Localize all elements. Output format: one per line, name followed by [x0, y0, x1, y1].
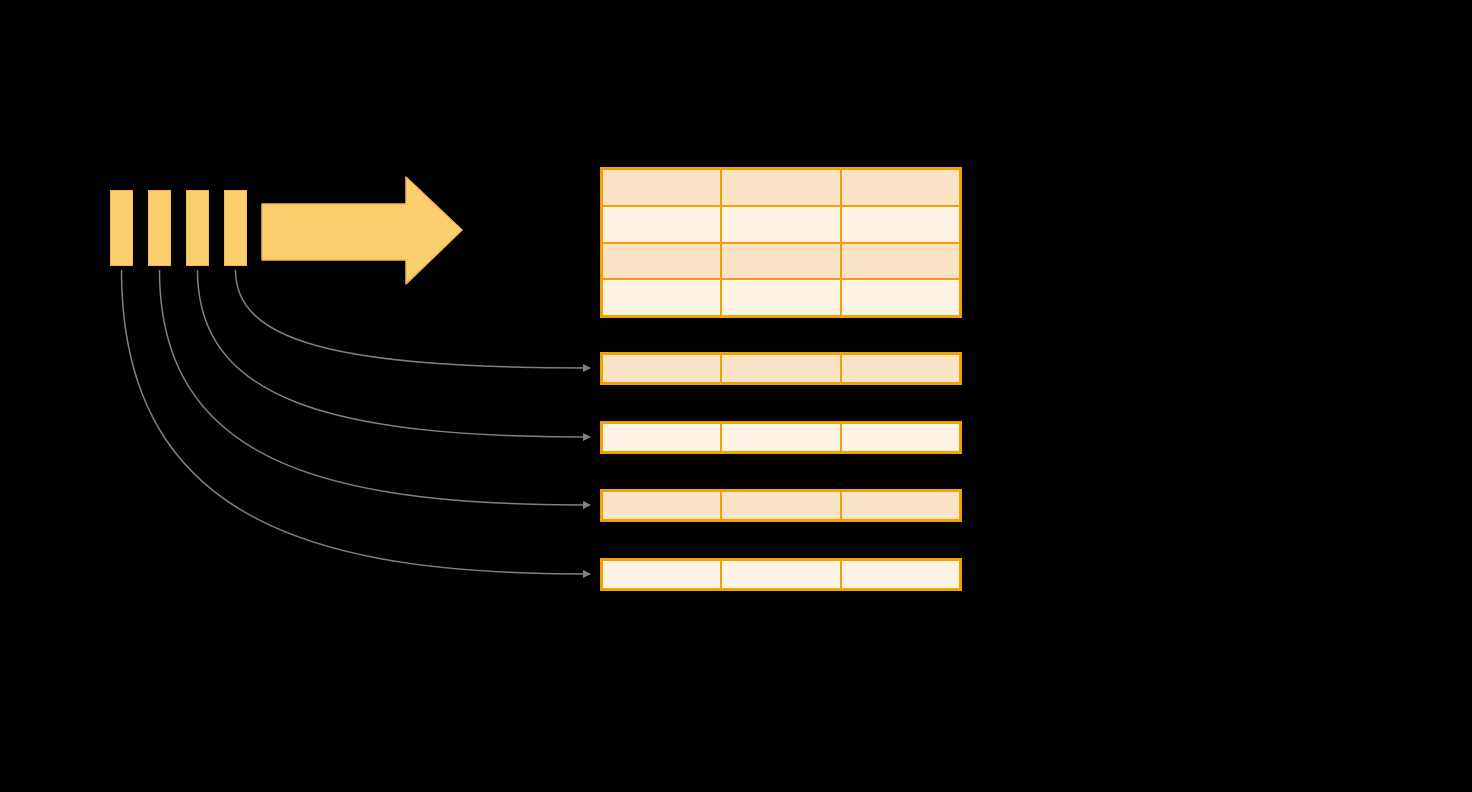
- table-cell: [840, 423, 960, 452]
- table-cell: [721, 279, 841, 316]
- table-cell: [840, 491, 960, 520]
- stream-bar: [224, 190, 247, 266]
- stream-bar: [110, 190, 133, 266]
- table-cell: [721, 354, 841, 383]
- data-stream: [110, 190, 247, 266]
- table-cell: [602, 423, 722, 452]
- table-cell: [602, 560, 722, 589]
- table-cell: [602, 242, 722, 280]
- connector-arrow: [158, 269, 591, 509]
- table-cell: [721, 423, 841, 452]
- connector-arrow: [234, 269, 591, 372]
- table-cell: [602, 491, 722, 520]
- table-cell: [721, 205, 841, 243]
- stream-bar: [148, 190, 171, 266]
- connector-arrow: [196, 269, 591, 441]
- appended-row-table: [600, 558, 962, 591]
- table-cell: [602, 205, 722, 243]
- table-cell: [602, 279, 722, 316]
- stream-arrow-icon: [261, 176, 463, 285]
- table-cell: [840, 560, 960, 589]
- table-cell: [721, 560, 841, 589]
- table-cell: [721, 169, 841, 206]
- stream-bar: [186, 190, 209, 266]
- connector-arrow: [120, 269, 591, 578]
- table-cell: [840, 205, 960, 243]
- table-cell: [602, 169, 722, 206]
- appended-row-table: [600, 421, 962, 454]
- unbounded-table: [600, 167, 962, 318]
- table-cell: [721, 242, 841, 280]
- table-cell: [840, 169, 960, 206]
- table-cell: [840, 242, 960, 280]
- table-cell: [840, 354, 960, 383]
- table-cell: [840, 279, 960, 316]
- appended-row-table: [600, 352, 962, 385]
- table-cell: [602, 354, 722, 383]
- table-cell: [721, 491, 841, 520]
- appended-row-table: [600, 489, 962, 522]
